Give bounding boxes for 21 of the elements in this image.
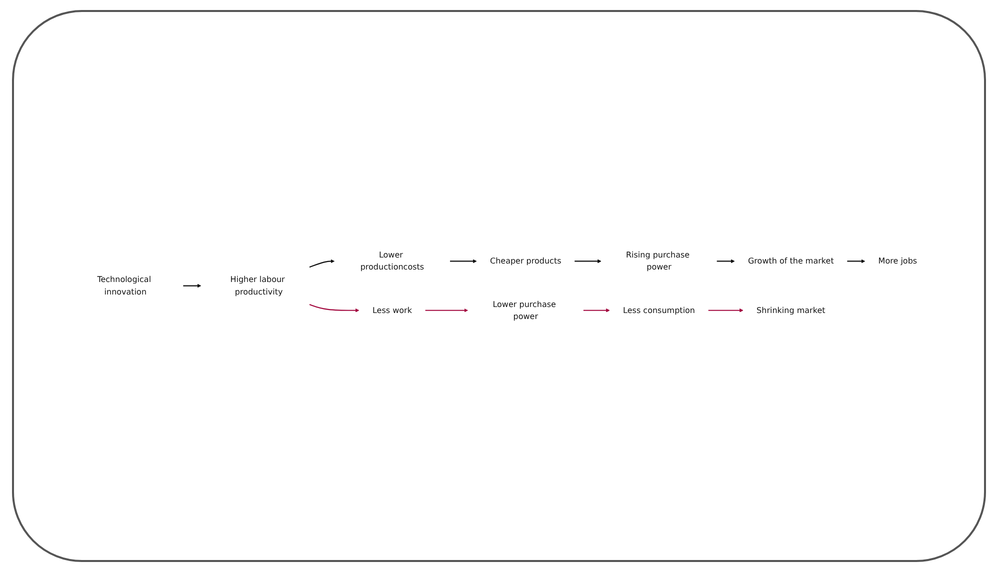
- arrow: [847, 259, 866, 264]
- arrow: [450, 259, 477, 264]
- arrow: [574, 259, 602, 264]
- node-text: Lower purchase power: [492, 300, 556, 322]
- node-text: More jobs: [878, 256, 918, 266]
- node-text: Rising purchase power: [626, 250, 690, 272]
- node-text: Lower productioncosts: [360, 250, 424, 272]
- arrow: [708, 308, 744, 313]
- arrow: [183, 284, 202, 288]
- arrow: [309, 304, 360, 313]
- node-text: Higher labour productivity: [230, 275, 285, 297]
- node-text: Less work: [372, 306, 412, 316]
- arrow: [309, 259, 335, 268]
- arrow: [425, 308, 468, 313]
- node-text: Growth of the market: [748, 256, 834, 266]
- arrow: [716, 259, 735, 264]
- node-text: Technological innovation: [97, 275, 152, 297]
- node-text: Shrinking market: [756, 306, 826, 316]
- arrow: [583, 308, 610, 313]
- node-text: Less consumption: [623, 306, 696, 316]
- node-text: Cheaper products: [490, 256, 562, 266]
